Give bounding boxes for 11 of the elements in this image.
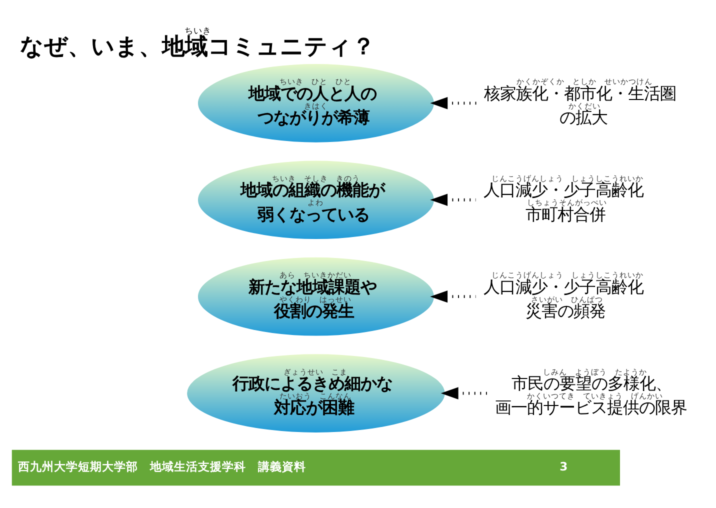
node-ellipse: ちいき ひと ひと 地域での人と人の きはく つながりが希薄 [197, 62, 435, 143]
arrow [440, 386, 487, 399]
node-ellipse: ぎょうせい こま 行政によるきめ細かな たいおう こんなん 対応が困難 [186, 352, 446, 433]
arrow [430, 96, 476, 109]
node-text: かくかぞくか としか せいかつけん 核家族化・都市化・生活圏 かくだい の拡大 [484, 76, 676, 127]
node-ellipse: ちいき そしき きのう 地域の組織の機能が よわ 弱くなっている [197, 159, 435, 240]
node-text: じんこうげんしょう しょうしこうれいか 人口減少・少子高齢化 さいがい ひんぱつ 災害の頻発 [484, 270, 644, 320]
node-text: じんこうげんしょう しょうしこうれいか 人口減少・少子高齢化 しちょうそんがっぺい 市町村合併 [484, 173, 644, 224]
node-ellipse: あら ちいきかだい 新たな地域課題や やくわり はっせい 役割の発生 [197, 256, 435, 336]
node-box: 西九州大学短期大学部 地域生活支援学科 講義資料 3 [12, 449, 620, 486]
node-text: しみん ようぼう たようか 市民の要望の多様化、 かくいつてき ていきょう げんかい 画一的サービス提供の限界 [494, 366, 687, 417]
